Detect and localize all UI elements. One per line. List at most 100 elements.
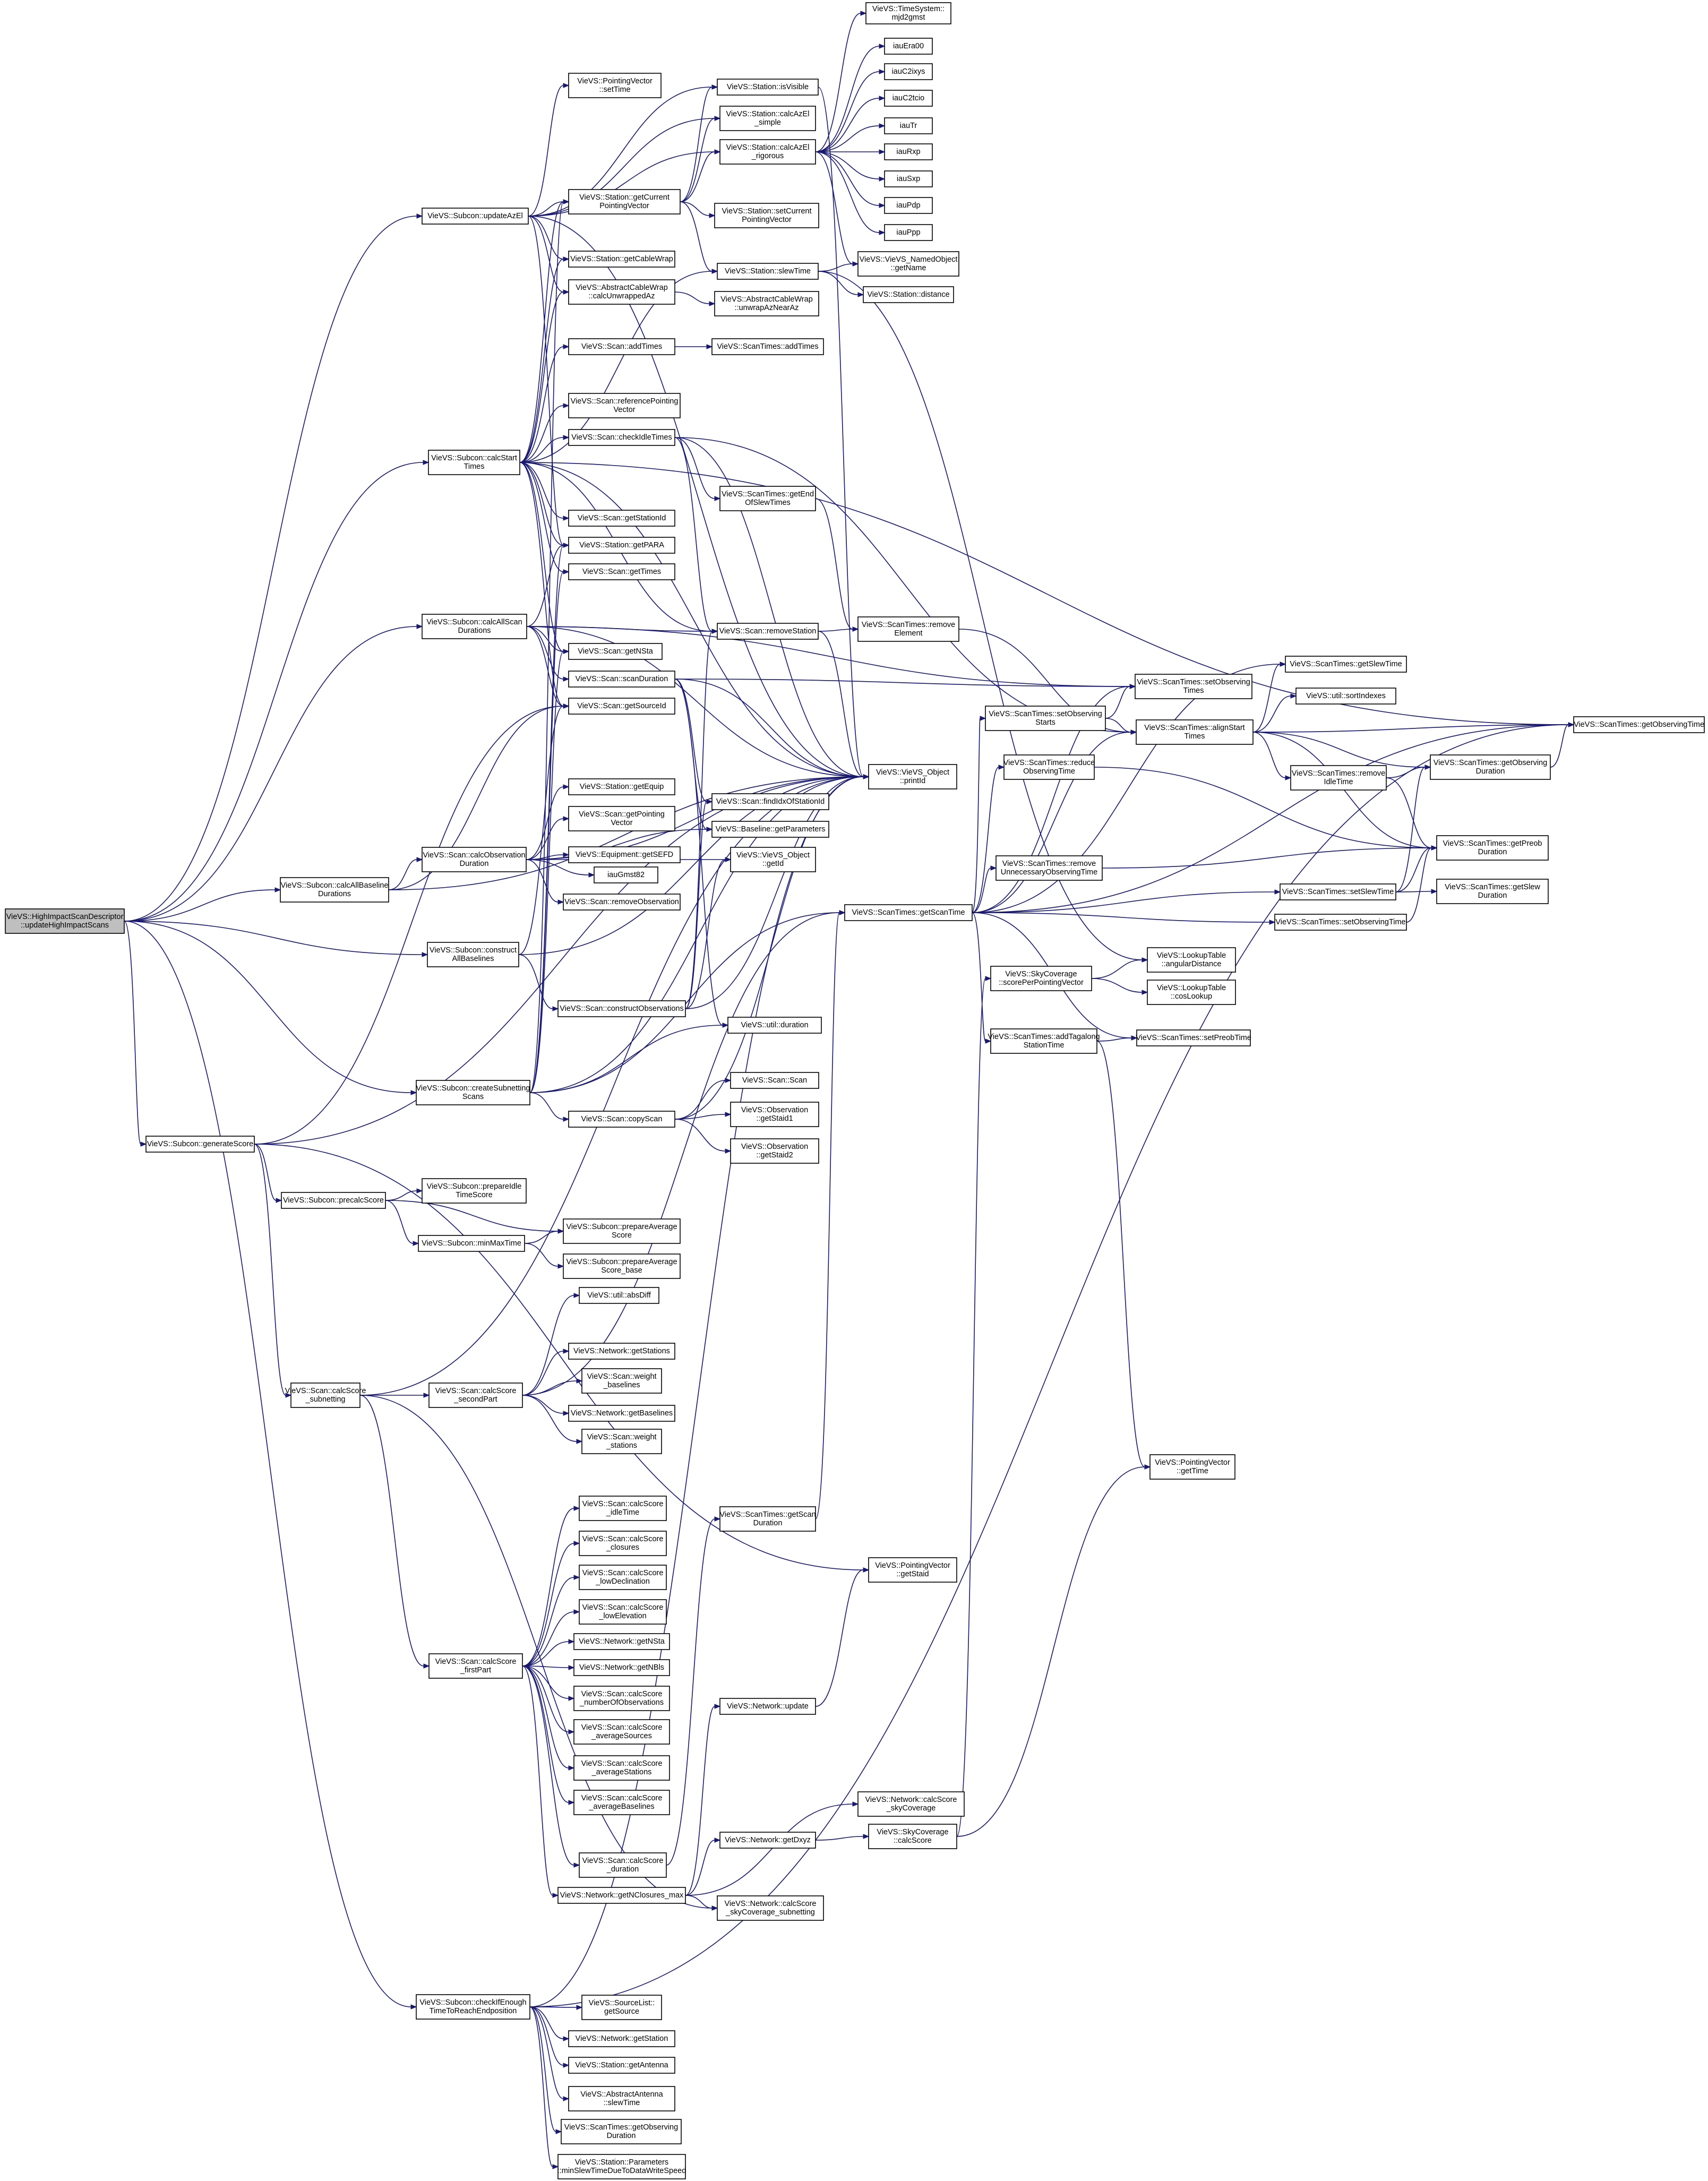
node-box[interactable]	[884, 63, 933, 80]
node-box[interactable]	[719, 486, 816, 511]
node-box[interactable]	[1285, 656, 1407, 673]
node-staDistance[interactable]: VieVS::Station::distance	[863, 286, 954, 303]
node-staGetAntenna[interactable]: VieVS::Station::getAntenna	[568, 2057, 675, 2074]
node-blGetParams[interactable]: VieVS::Baseline::getParameters	[711, 821, 829, 838]
node-box[interactable]	[985, 706, 1106, 731]
node-box[interactable]	[730, 1072, 819, 1089]
node-isVisible[interactable]: VieVS::Station::isVisible	[717, 79, 819, 96]
node-box[interactable]	[719, 106, 816, 131]
node-csAvgStations[interactable]: VieVS::Scan::calcScore_averageStations	[573, 1755, 670, 1781]
node-box[interactable]	[568, 2086, 675, 2111]
node-box[interactable]	[1430, 754, 1551, 780]
node-stSetSlewTime[interactable]: VieVS::ScanTimes::setSlewTime	[1280, 883, 1396, 900]
node-stRemoveUnnecessary[interactable]: VieVS::ScanTimes::removeUnnecessaryObser…	[995, 855, 1103, 881]
node-netGetBaselines[interactable]: VieVS::Network::getBaselines	[568, 1405, 675, 1422]
node-getCableWrap[interactable]: VieVS::Station::getCableWrap	[568, 251, 675, 268]
node-box[interactable]	[1135, 674, 1252, 699]
node-box[interactable]	[563, 1218, 681, 1244]
node-box[interactable]	[857, 616, 959, 642]
node-box[interactable]	[428, 450, 520, 475]
node-box[interactable]	[857, 1791, 965, 1817]
node-calcScoreSecondPart[interactable]: VieVS::Scan::calcScore_secondPart	[428, 1383, 523, 1408]
node-removeObservation[interactable]: VieVS::Scan::removeObservation	[563, 894, 681, 911]
node-getStationId[interactable]: VieVS::Scan::getStationId	[568, 510, 675, 527]
node-csIdleTime[interactable]: VieVS::Scan::calcScore_idleTime	[579, 1496, 667, 1521]
node-box[interactable]	[884, 143, 933, 160]
node-box[interactable]	[1280, 883, 1396, 900]
node-stGetScanTime[interactable]: VieVS::ScanTimes::getScanTime	[844, 904, 973, 921]
node-absAntSlew[interactable]: VieVS::AbstractAntenna::slewTime	[568, 2086, 675, 2111]
node-box[interactable]	[579, 1531, 667, 1556]
node-box[interactable]	[563, 1253, 681, 1279]
node-box[interactable]	[711, 821, 829, 838]
node-box[interactable]	[717, 1895, 824, 1921]
node-box[interactable]	[568, 338, 675, 355]
node-updateAzEl[interactable]: VieVS::Subcon::updateAzEl	[422, 208, 529, 225]
node-box[interactable]	[573, 1686, 670, 1711]
node-box[interactable]	[844, 904, 973, 921]
node-box[interactable]	[717, 623, 819, 640]
node-skyScorePerPV[interactable]: VieVS::SkyCoverage::scorePerPointingVect…	[990, 966, 1092, 991]
node-pvGetStaid[interactable]: VieVS::PointingVector::getStaid	[868, 1557, 957, 1583]
node-box[interactable]	[416, 1080, 530, 1105]
node-box[interactable]	[884, 170, 933, 187]
node-utilSortIndexes[interactable]: VieVS::util::sortIndexes	[1295, 688, 1396, 705]
node-srcGetSource[interactable]: VieVS::SourceList::getSource	[581, 1995, 662, 2020]
node-box[interactable]	[1003, 754, 1095, 780]
node-box[interactable]	[568, 2030, 675, 2047]
node-iauGmst82[interactable]: iauGmst82	[594, 866, 658, 883]
node-obsGetStaid1[interactable]: VieVS::Observation::getStaid1	[730, 1102, 819, 1127]
node-staSlewTime[interactable]: VieVS::Station::slewTime	[717, 263, 819, 280]
node-box[interactable]	[579, 1599, 667, 1625]
node-stSetObsTime[interactable]: VieVS::ScanTimes::setObservingTime	[1274, 914, 1407, 931]
node-iauC2tcio[interactable]: iauC2tcio	[884, 90, 933, 107]
node-csNumObs[interactable]: VieVS::Scan::calcScore_numberOfObservati…	[573, 1686, 670, 1711]
node-box[interactable]	[884, 197, 933, 214]
node-box[interactable]	[863, 286, 954, 303]
node-box[interactable]	[573, 1790, 670, 1815]
node-box[interactable]	[557, 1887, 686, 1904]
node-box[interactable]	[579, 1852, 667, 1878]
node-box[interactable]	[857, 251, 959, 277]
node-staParams[interactable]: VieVS::Station::Parameters::minSlewTimeD…	[557, 2154, 686, 2179]
node-box[interactable]	[568, 537, 675, 554]
node-box[interactable]	[719, 1506, 816, 1532]
node-box[interactable]	[1136, 719, 1254, 745]
node-box[interactable]	[568, 393, 681, 418]
node-iauRxp[interactable]: iauRxp	[884, 143, 933, 160]
node-box[interactable]	[717, 263, 819, 280]
node-root[interactable]: VieVS::HighImpactScanDescriptor::updateH…	[5, 908, 125, 934]
node-netUpdate[interactable]: VieVS::Network::update	[719, 1698, 816, 1715]
node-box[interactable]	[1147, 980, 1236, 1005]
node-box[interactable]	[1149, 1454, 1235, 1480]
node-box[interactable]	[422, 208, 529, 225]
node-weightBaselines[interactable]: VieVS::Scan::weight_baselines	[581, 1368, 662, 1394]
node-box[interactable]	[730, 1138, 819, 1164]
node-box[interactable]	[568, 671, 675, 688]
node-getNSta[interactable]: VieVS::Scan::getNSta	[568, 643, 663, 660]
node-box[interactable]	[422, 614, 527, 639]
node-iauC2ixys[interactable]: iauC2ixys	[884, 63, 933, 80]
node-box[interactable]	[568, 2057, 675, 2074]
node-box[interactable]	[568, 1343, 675, 1360]
node-box[interactable]	[573, 1755, 670, 1781]
node-box[interactable]	[416, 1994, 530, 2020]
node-minMaxTime[interactable]: VieVS::Subcon::minMaxTime	[418, 1235, 525, 1252]
node-iauSxp[interactable]: iauSxp	[884, 170, 933, 187]
node-iauPdp[interactable]: iauPdp	[884, 197, 933, 214]
node-box[interactable]	[1274, 914, 1407, 931]
node-box[interactable]	[719, 139, 816, 165]
node-box[interactable]	[568, 806, 675, 831]
node-box[interactable]	[990, 966, 1092, 991]
node-box[interactable]	[428, 1653, 523, 1679]
